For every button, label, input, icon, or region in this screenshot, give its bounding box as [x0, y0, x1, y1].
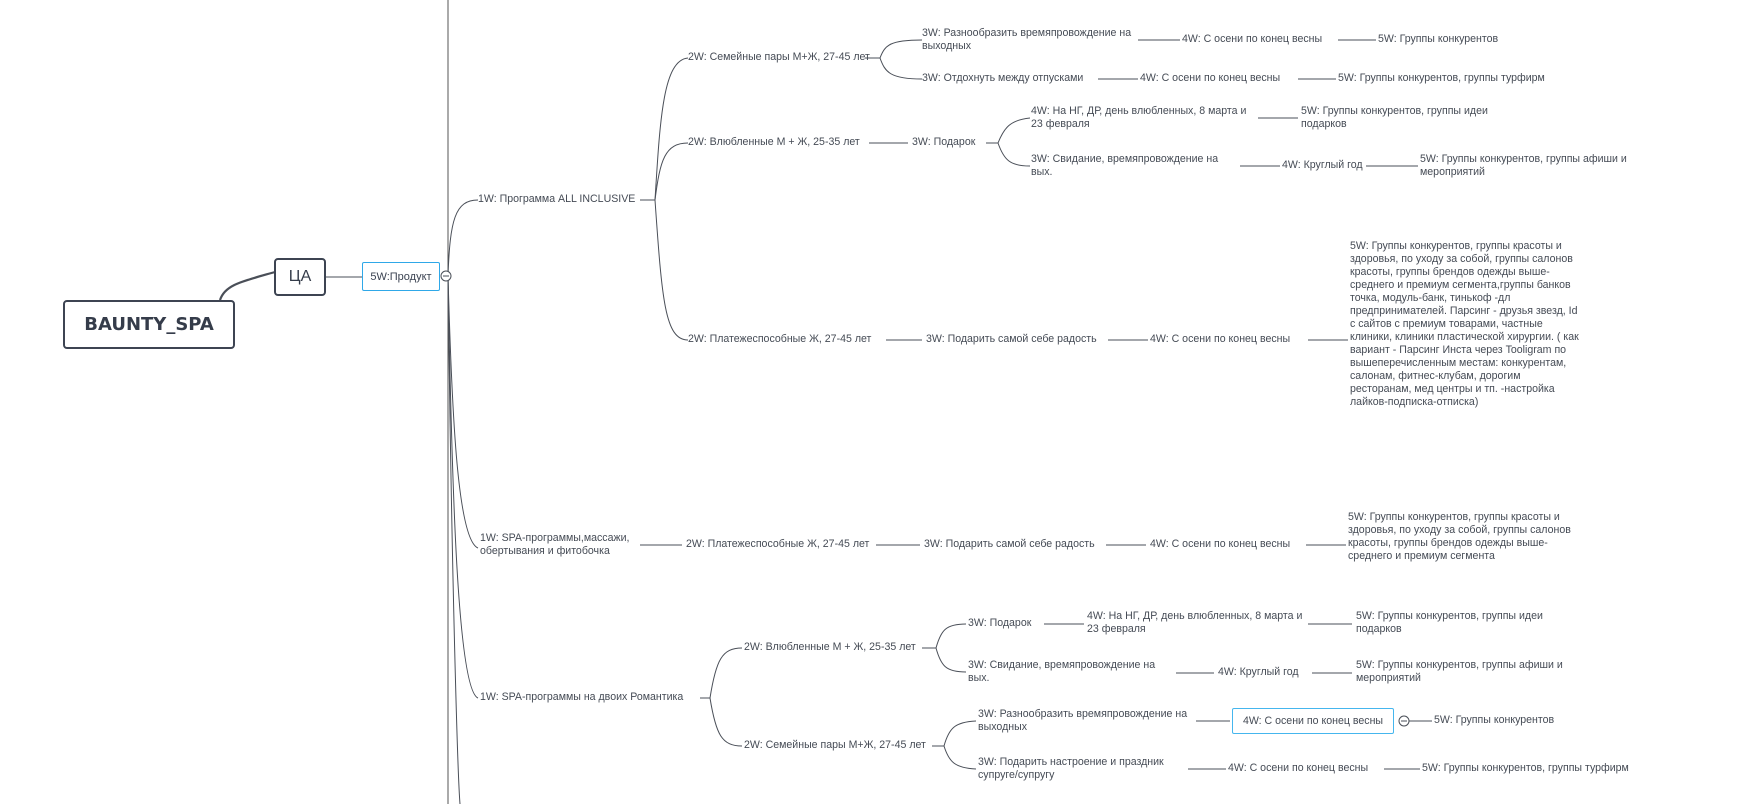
topic-1w-spa-romance[interactable]: 1W: SPA-программы на двоих Романтика — [480, 691, 684, 703]
topic-3w-gift[interactable]: 3W: Подарок — [968, 617, 1032, 629]
topic-5w-events-groups[interactable]: 5W: Группы конкурентов, группы афиши и м… — [1420, 153, 1627, 178]
topic-4w-season[interactable]: 4W: С осени по конец весны — [1228, 762, 1369, 774]
topic-3w-diversify[interactable]: 3W: Разнообразить времяпровождение на вы… — [922, 27, 1132, 52]
topic-3w-gift[interactable]: 3W: Подарок — [912, 136, 976, 148]
topic-2w-solvent-women[interactable]: 2W: Платежеспособные Ж, 27-45 лет — [688, 333, 872, 345]
topic-2w-solvent-women[interactable]: 2W: Платежеспособные Ж, 27-45 лет — [686, 538, 870, 550]
topic-2w-lovers[interactable]: 2W: Влюбленные М + Ж, 25-35 лет — [688, 136, 860, 148]
topic-5w-competitors-tour[interactable]: 5W: Группы конкурентов, группы турфирм — [1338, 72, 1545, 84]
topic-3w-mood-gift[interactable]: 3W: Подарить настроение и праздник супру… — [978, 756, 1164, 781]
topic-4w-season[interactable]: 4W: С осени по конец весны — [1150, 333, 1291, 345]
topic-4w-holidays[interactable]: 4W: На НГ, ДР, день влюбленных, 8 марта … — [1031, 105, 1247, 130]
topic-3w-self-gift[interactable]: 3W: Подарить самой себе радость — [926, 333, 1097, 345]
topic-3w-rest[interactable]: 3W: Отдохнуть между отпусками — [922, 72, 1084, 84]
topic-4w-all-year[interactable]: 4W: Круглый год — [1218, 666, 1299, 678]
topic-1w-spa-programs[interactable]: 1W: SPA-программы,массажи, обертывания и… — [480, 532, 630, 557]
topic-4w-season[interactable]: 4W: С осени по конец весны — [1140, 72, 1281, 84]
topic-5w-competitors[interactable]: 5W: Группы конкурентов — [1378, 33, 1499, 45]
topic-product-selected[interactable]: 5W:Продукт — [362, 262, 440, 291]
topic-2w-lovers[interactable]: 2W: Влюбленные М + Ж, 25-35 лет — [744, 641, 916, 653]
topic-4w-season[interactable]: 4W: С осени по конец весны — [1150, 538, 1291, 550]
topic-ca[interactable]: ЦА — [274, 258, 326, 296]
topic-3w-date[interactable]: 3W: Свидание, времяпровождение на вых. — [968, 659, 1156, 684]
root-topic[interactable]: BAUNTY_SPA — [63, 300, 235, 349]
topic-5w-long-audience[interactable]: 5W: Группы конкурентов, группы красоты и… — [1350, 240, 1579, 408]
topic-3w-date[interactable]: 3W: Свидание, времяпровождение на вых. — [1031, 153, 1219, 178]
topic-2w-family-couples[interactable]: 2W: Семейные пары М+Ж, 27-45 лет — [688, 51, 870, 63]
topic-3w-self-gift[interactable]: 3W: Подарить самой себе радость — [924, 538, 1095, 550]
topic-1w-all-inclusive[interactable]: 1W: Программа ALL INCLUSIVE — [478, 193, 636, 205]
topic-5w-competitors[interactable]: 5W: Группы конкурентов — [1434, 714, 1555, 726]
topic-2w-family-couples[interactable]: 2W: Семейные пары М+Ж, 27-45 лет — [744, 739, 926, 751]
topic-5w-gift-groups[interactable]: 5W: Группы конкурентов, группы идеи пода… — [1356, 610, 1543, 635]
topic-4w-season[interactable]: 4W: С осени по конец весны — [1182, 33, 1323, 45]
topic-5w-competitors-tour[interactable]: 5W: Группы конкурентов, группы турфирм — [1422, 762, 1629, 774]
topic-4w-season-selected[interactable]: 4W: С осени по конец весны — [1232, 708, 1394, 734]
topic-5w-gift-groups[interactable]: 5W: Группы конкурентов, группы идеи пода… — [1301, 105, 1488, 130]
topic-5w-events-groups[interactable]: 5W: Группы конкурентов, группы афиши и м… — [1356, 659, 1563, 684]
topic-4w-holidays[interactable]: 4W: На НГ, ДР, день влюбленных, 8 марта … — [1087, 610, 1303, 635]
topic-4w-all-year[interactable]: 4W: Круглый год — [1282, 159, 1363, 171]
topic-3w-diversify[interactable]: 3W: Разнообразить времяпровождение на вы… — [978, 708, 1188, 733]
topic-5w-beauty-groups[interactable]: 5W: Группы конкурентов, группы красоты и… — [1348, 511, 1571, 562]
